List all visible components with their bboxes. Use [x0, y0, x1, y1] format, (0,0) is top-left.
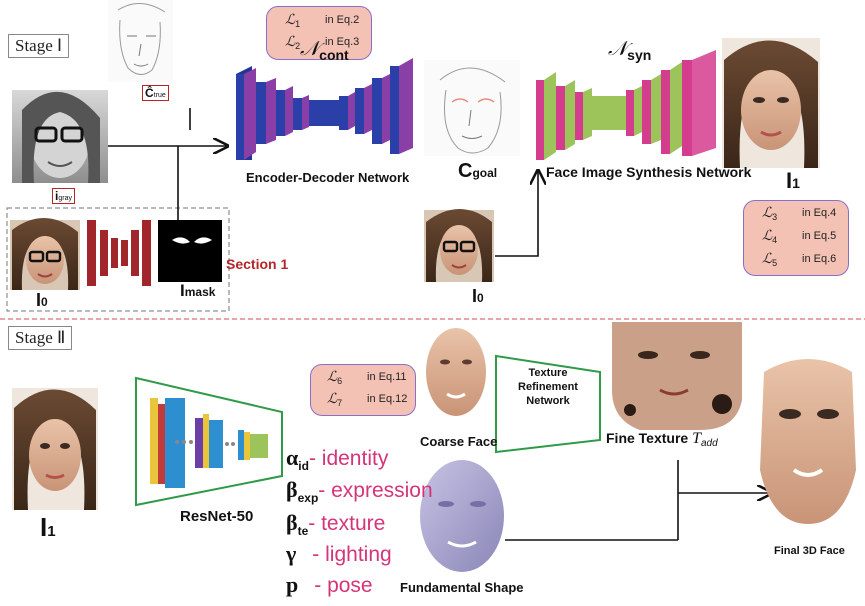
- param-texture: βte- texture: [286, 510, 386, 539]
- synthesis-caption: Face Image Synthesis Network: [546, 164, 752, 180]
- resnet-50-network: [135, 376, 283, 507]
- fine-texture-caption: Fine Texture Tadd: [606, 430, 718, 449]
- i0-second-label: I0: [472, 286, 484, 306]
- texture-refinement-network: [495, 354, 601, 454]
- mask-image: [158, 220, 222, 282]
- gray-face-photo: [12, 90, 108, 183]
- sketch-c-true: [108, 0, 173, 82]
- i1-bottom-label: I1: [40, 512, 56, 542]
- final-3d-face: [760, 359, 856, 524]
- color-face-photo-i0: [424, 209, 494, 282]
- mask-network: [87, 220, 151, 286]
- section1-label: Section 1: [226, 256, 289, 272]
- i0-label: I0: [36, 290, 48, 310]
- face-synthesis-network: [536, 50, 716, 160]
- stage1-label: Stage Ⅰ: [8, 34, 70, 58]
- face-photo-i1-bottom: [12, 388, 98, 510]
- encoder-decoder-network: [236, 58, 413, 160]
- i-gray-label: igray: [52, 188, 75, 204]
- param-identity: αid- identity: [286, 445, 389, 474]
- face-photo-i1-top: [722, 38, 820, 168]
- fine-texture-map: [612, 322, 742, 430]
- resnet-caption: ResNet-50: [180, 508, 254, 525]
- sketch-c-goal: [424, 60, 520, 156]
- fundamental-shape-caption: Fundamental Shape: [400, 580, 524, 595]
- c-goal-label: Cgoal: [458, 160, 498, 182]
- param-lighting: γ- lighting: [286, 541, 392, 566]
- n-cont-label: 𝒩cont: [300, 38, 349, 63]
- mesh-icon: [420, 460, 504, 572]
- i-mask-label: Imask: [180, 281, 216, 300]
- param-expression: βexp- expression: [286, 477, 433, 506]
- encoder-decoder-caption: Encoder-Decoder Network: [246, 170, 410, 185]
- coarse-face-render: [426, 328, 486, 416]
- i1-top-label: I1: [786, 168, 800, 193]
- texture-refinement-caption: Texture Refinement Network: [518, 367, 578, 407]
- c-true-label: Ĉtrue: [142, 85, 169, 101]
- param-pose: p- pose: [286, 572, 373, 597]
- color-face-photo-small: [10, 217, 80, 290]
- final-face-caption: Final 3D Face: [774, 545, 845, 557]
- stage2-label: Stage Ⅱ: [8, 326, 73, 350]
- n-syn-label: 𝒩syn: [608, 38, 652, 63]
- section1-box: [6, 207, 230, 312]
- coarse-face-caption: Coarse Face: [420, 434, 498, 449]
